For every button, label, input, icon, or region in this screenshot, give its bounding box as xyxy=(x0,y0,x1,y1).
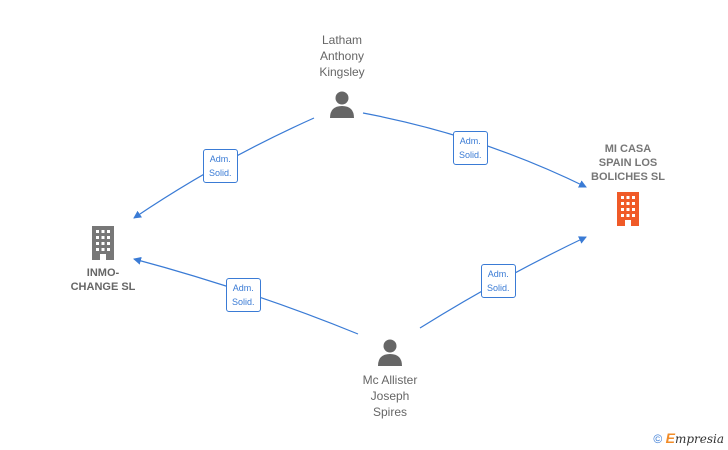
edge-label-bottom-left[interactable]: Adm. Solid. xyxy=(226,278,261,312)
person-node-latham[interactable]: Latham Anthony Kingsley xyxy=(288,32,396,120)
person-name-line: Kingsley xyxy=(319,65,365,79)
person-name-line: Spires xyxy=(372,405,407,419)
edge-label-line: Adm. xyxy=(459,136,481,146)
company-name-line: INMO- xyxy=(86,267,120,279)
company-node-inmo-change[interactable]: INMO- CHANGE SL xyxy=(58,226,148,294)
edge-label-line: Solid. xyxy=(209,168,232,178)
company-node-mi-casa[interactable]: MI CASA SPAIN LOS BOLICHES SL xyxy=(572,142,684,226)
person-name: Mc Allister Joseph Spires xyxy=(336,372,444,420)
building-icon xyxy=(92,226,114,260)
edge-label-top-right[interactable]: Adm. Solid. xyxy=(453,131,488,165)
company-name: INMO- CHANGE SL xyxy=(58,266,148,294)
person-node-mcallister[interactable]: Mc Allister Joseph Spires xyxy=(336,338,444,420)
building-icon xyxy=(617,192,639,226)
person-name-line: Mc Allister xyxy=(362,373,418,387)
edge-label-line: Solid. xyxy=(487,283,510,293)
edge-label-bottom-right[interactable]: Adm. Solid. xyxy=(481,264,516,298)
brand-logo-text: mpresia xyxy=(674,432,724,446)
copyright-icon: © xyxy=(653,432,663,446)
person-icon xyxy=(330,91,354,118)
person-name: Latham Anthony Kingsley xyxy=(288,32,396,80)
brand-logo-letter: E xyxy=(665,430,675,446)
person-icon xyxy=(378,339,402,366)
person-name-line: Anthony xyxy=(319,49,365,63)
brand-footer: © Empresia xyxy=(653,430,724,446)
company-name-line: BOLICHES SL xyxy=(591,171,665,183)
edge-label-line: Solid. xyxy=(232,297,255,307)
person-name-line: Latham xyxy=(321,33,363,47)
edge-label-line: Adm. xyxy=(487,269,509,279)
company-name-line: SPAIN LOS xyxy=(598,157,658,169)
edge-label-line: Adm. xyxy=(232,283,254,293)
edge-label-line: Solid. xyxy=(459,150,482,160)
edge-label-top-left[interactable]: Adm. Solid. xyxy=(203,149,238,183)
company-name-line: MI CASA xyxy=(604,143,652,155)
person-name-line: Joseph xyxy=(370,389,410,403)
company-name-line: CHANGE SL xyxy=(70,281,136,293)
company-name: MI CASA SPAIN LOS BOLICHES SL xyxy=(572,142,684,184)
edge-label-line: Adm. xyxy=(209,154,231,164)
